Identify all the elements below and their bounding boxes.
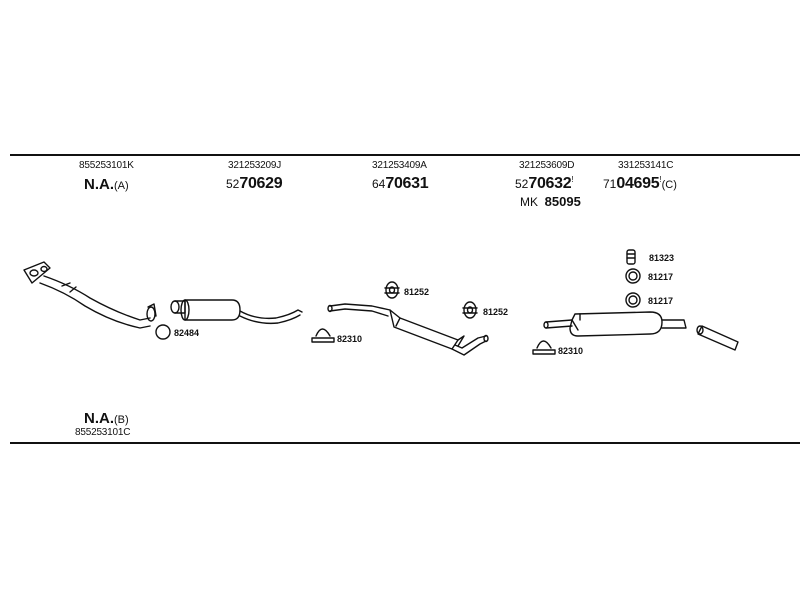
part-prefix: 64 [372, 177, 386, 191]
variant-suffix: (B) [114, 414, 129, 426]
clamp-82310-left [311, 328, 335, 343]
bottom-oem-number: 855253101C [75, 427, 131, 438]
label-81217-top: 81217 [648, 272, 674, 282]
hanger-81252-right [462, 301, 478, 319]
middle-muffler [327, 303, 489, 356]
mount-kit-number: 85095 [544, 194, 581, 209]
oem-number-2: 321253209J [228, 160, 282, 171]
rubber-ring-81217-bottom [625, 292, 641, 308]
mount-kit: MK 85095 [520, 194, 581, 209]
bottom-rule [10, 442, 800, 444]
part-number-2: 5270629 [226, 175, 283, 193]
part-number-1: N.A.(A) [84, 176, 129, 194]
hanger-81252-left [384, 281, 400, 299]
part-number-5: 7104695!(C) [603, 175, 677, 193]
variant-suffix: (A) [114, 180, 129, 192]
label-81323: 81323 [649, 253, 675, 263]
clamp-82310-right [532, 340, 556, 355]
gasket-82484 [155, 324, 171, 340]
label-81252-left: 81252 [404, 287, 430, 297]
mount-kit-prefix: MK [520, 195, 538, 209]
na-label: N.A. [84, 410, 114, 427]
rubber-buffer-81323 [626, 249, 636, 265]
variant-suffix: (C) [661, 179, 677, 191]
part-main: 70629 [239, 175, 283, 192]
part-note-mark: ! [571, 175, 574, 184]
label-81252-right: 81252 [483, 307, 509, 317]
rubber-ring-81217-top [625, 268, 641, 284]
bottom-part-number: N.A.(B) [84, 410, 129, 428]
part-prefix: 52 [515, 177, 529, 191]
part-prefix: 52 [226, 177, 240, 191]
tail-pipe [696, 325, 739, 351]
label-82310-right: 82310 [558, 346, 584, 356]
oem-number-1: 855253101K [79, 160, 134, 171]
part-note-mark: ! [659, 175, 662, 184]
label-82484: 82484 [174, 328, 200, 338]
label-81217-bottom: 81217 [648, 296, 674, 306]
rear-muffler [543, 311, 687, 337]
label-82310-left: 82310 [337, 334, 363, 344]
front-muffler [170, 299, 303, 325]
part-main: 70631 [385, 175, 429, 192]
part-number-4: 5270632! [515, 175, 574, 193]
oem-number-4: 321253609D [519, 160, 575, 171]
part-main: 04695 [616, 175, 660, 192]
part-main: 70632 [528, 175, 572, 192]
na-label: N.A. [84, 176, 114, 193]
front-pipe [23, 261, 157, 329]
oem-number-3: 321253409A [372, 160, 427, 171]
part-prefix: 71 [603, 177, 617, 191]
top-rule [10, 154, 800, 156]
oem-number-5: 331253141C [618, 160, 674, 171]
part-number-3: 6470631 [372, 175, 429, 193]
